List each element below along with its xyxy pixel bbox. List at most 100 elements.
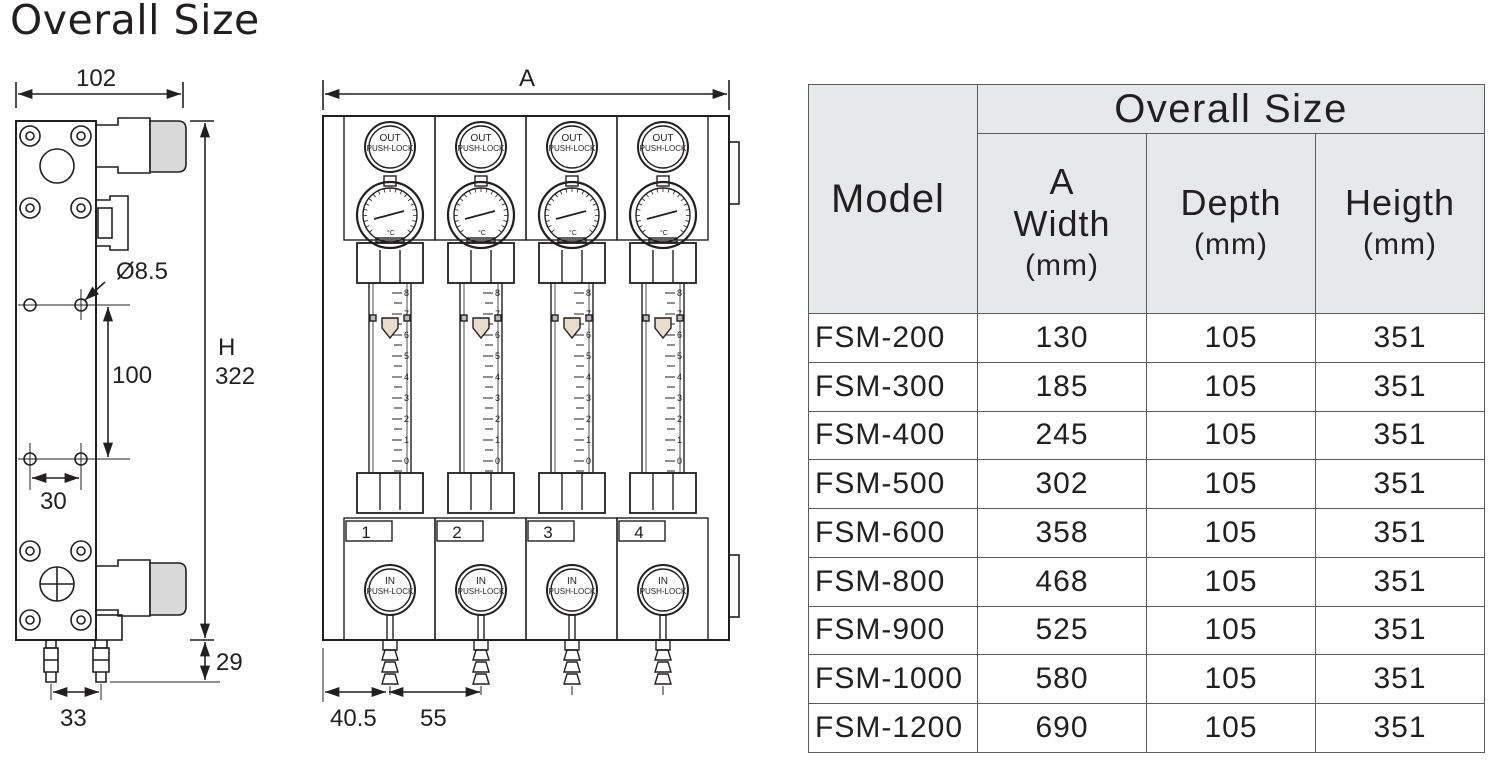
scale-label: 6 (404, 330, 409, 340)
fitting-spacing-dim: 33 (60, 705, 87, 732)
gauge-unit: °C (387, 229, 395, 237)
scale-label: 1 (677, 435, 682, 445)
scale-label: 3 (495, 393, 500, 403)
scale-label: 6 (586, 330, 591, 340)
overall-size-table: Model Overall Size A Width (mm) Depth (m… (808, 84, 1486, 753)
cell-model: FSM-200 (808, 313, 978, 363)
scale-label: 4 (404, 372, 409, 382)
outlet-label: OUT (652, 133, 673, 144)
inlet-sublabel: PUSH-LOCK (458, 587, 505, 596)
scale-label: 3 (404, 393, 409, 403)
scale-label: 2 (404, 414, 409, 424)
scale-label: 8 (586, 288, 591, 298)
cell-depth: 105 (1146, 654, 1316, 705)
scale-label: 2 (495, 414, 500, 424)
outlet-sublabel: PUSH-LOCK (458, 144, 505, 153)
outlet-label: OUT (561, 133, 582, 144)
gauge-unit: °C (478, 229, 486, 237)
scale-label: 5 (404, 351, 409, 361)
inlet-label: IN (385, 576, 395, 587)
scale-label: 7 (404, 309, 409, 319)
scale-label: 2 (586, 414, 591, 424)
scale-label: 1 (495, 435, 500, 445)
scale-label: 1 (586, 435, 591, 445)
cell-width: 580 (977, 654, 1147, 705)
inlet-sublabel: PUSH-LOCK (640, 587, 687, 596)
outlet-sublabel: PUSH-LOCK (367, 144, 414, 153)
cell-depth: 105 (1146, 459, 1316, 510)
inlet-label: IN (476, 576, 486, 587)
cell-width: 690 (977, 703, 1147, 753)
scale-label: 8 (404, 288, 409, 298)
cell-width: 302 (977, 459, 1147, 510)
cell-width: 358 (977, 508, 1147, 558)
scale-label: 5 (677, 351, 682, 361)
scale-label: 5 (586, 351, 591, 361)
outlet-sublabel: PUSH-LOCK (640, 144, 687, 153)
scale-label: 0 (586, 456, 591, 466)
cell-model: FSM-800 (808, 556, 978, 607)
channel-number: 3 (543, 523, 552, 542)
hole-spacing-v-dim: 100 (112, 362, 152, 389)
header-height: Heigth (mm) (1314, 133, 1486, 314)
scale-label: 7 (586, 309, 591, 319)
fitting-height-dim: 29 (216, 649, 243, 676)
scale-label: 7 (677, 309, 682, 319)
scale-label: 0 (404, 456, 409, 466)
hole-spacing-h-dim: 30 (40, 488, 67, 515)
cell-width: 130 (977, 313, 1147, 363)
front-width-label: A (519, 65, 535, 92)
channel-number: 2 (452, 523, 461, 542)
side-width-dim: 102 (76, 65, 116, 92)
header-model: Model (808, 84, 978, 314)
pitch-dim: 55 (420, 705, 447, 732)
scale-label: 0 (677, 456, 682, 466)
cell-width: 185 (977, 361, 1147, 412)
channel-number: 4 (634, 523, 643, 542)
inlet-sublabel: PUSH-LOCK (367, 587, 414, 596)
header-width: A Width (mm) (977, 133, 1147, 314)
page-title: Overall Size (10, 0, 260, 44)
inlet-label: IN (658, 576, 668, 587)
cell-height: 351 (1314, 703, 1486, 753)
gauge-unit: °C (660, 229, 668, 237)
scale-label: 1 (404, 435, 409, 445)
cell-depth: 105 (1146, 605, 1316, 656)
gauge-unit: °C (569, 229, 577, 237)
cell-height: 351 (1314, 556, 1486, 607)
scale-label: 6 (677, 330, 682, 340)
side-view-drawing: 102 Ø8.5 100 30 H 322 29 33 (15, 65, 255, 732)
cell-height: 351 (1314, 361, 1486, 412)
scale-label: 4 (677, 372, 682, 382)
cell-model: FSM-600 (808, 508, 978, 558)
scale-label: 4 (586, 372, 591, 382)
outlet-label: OUT (379, 133, 400, 144)
scale-label: 4 (495, 372, 500, 382)
cell-height: 351 (1314, 410, 1486, 461)
cell-height: 351 (1314, 508, 1486, 558)
scale-label: 3 (586, 393, 591, 403)
front-view-drawing: OUTPUSH-LOCK°C8765432101INPUSH-LOCKOUTPU… (322, 65, 740, 732)
cell-depth: 105 (1146, 703, 1316, 753)
cell-depth: 105 (1146, 410, 1316, 461)
cell-width: 245 (977, 410, 1147, 461)
cell-depth: 105 (1146, 361, 1316, 412)
header-overall-size: Overall Size (976, 84, 1486, 134)
scale-label: 2 (677, 414, 682, 424)
height-value: 322 (215, 363, 255, 390)
cell-height: 351 (1314, 313, 1486, 363)
cell-width: 525 (977, 605, 1147, 656)
height-label: H (218, 334, 235, 361)
cell-model: FSM-300 (808, 361, 978, 412)
